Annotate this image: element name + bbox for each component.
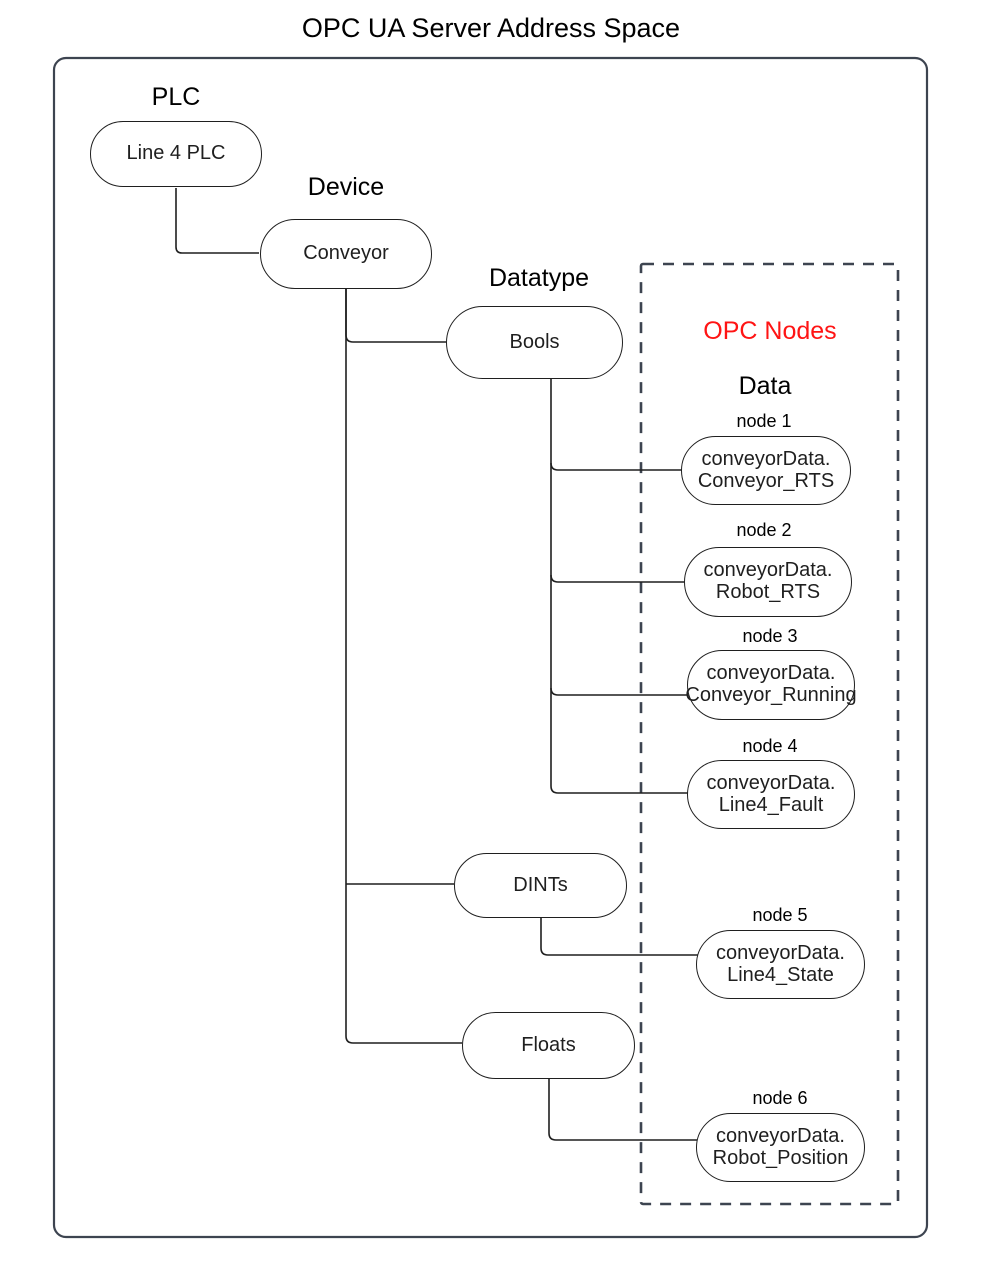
edge-plc-to-conveyor xyxy=(175,188,259,254)
opc-node-5[interactable]: conveyorData. Line4_State xyxy=(696,930,865,999)
node-datatype-dints-label: DINTs xyxy=(513,873,568,896)
caption-datatype: Datatype xyxy=(488,264,590,292)
node-datatype-bools-label: Bools xyxy=(509,330,560,353)
edge-bools-trunk xyxy=(550,379,688,794)
caption-data: Data xyxy=(738,372,792,400)
edge-bools-to-node2 xyxy=(550,574,684,583)
edge-floats-to-node6 xyxy=(548,1079,698,1141)
node-datatype-floats[interactable]: Floats xyxy=(462,1012,635,1079)
opc-node-2-line2: Robot_RTS xyxy=(715,581,821,603)
opc-nodes-dashed-region xyxy=(639,262,900,1206)
node-conveyor-label: Conveyor xyxy=(303,242,389,265)
node-datatype-dints[interactable]: DINTs xyxy=(454,853,627,918)
node-datatype-bools[interactable]: Bools xyxy=(446,306,623,379)
caption-opc-nodes: OPC Nodes xyxy=(703,317,837,345)
opc-node-4-line2: Line4_Fault xyxy=(718,793,824,816)
caption-plc: PLC xyxy=(151,83,201,111)
opc-node-3-line2: Conveyor_Running xyxy=(685,684,857,706)
address-space-frame xyxy=(52,56,929,1239)
caption-device: Device xyxy=(307,173,385,201)
edge-dints-to-node5 xyxy=(540,918,698,956)
opc-node-6[interactable]: conveyorData. Robot_Position xyxy=(696,1113,865,1182)
opc-node-5-line2: Line4_State xyxy=(727,963,834,986)
caption-node-3: node 3 xyxy=(742,626,798,646)
node-conveyor[interactable]: Conveyor xyxy=(260,219,432,289)
opc-node-3[interactable]: conveyorData. Conveyor_Running xyxy=(685,650,857,720)
opc-node-5-line1: conveyorData. xyxy=(716,941,845,964)
opc-node-1-line1: conveyorData. xyxy=(701,447,831,470)
caption-node-1: node 1 xyxy=(736,411,792,431)
caption-node-6: node 6 xyxy=(752,1088,808,1108)
opc-node-1-line2: Conveyor_RTS xyxy=(697,469,835,492)
edge-conveyor-to-bools xyxy=(345,289,446,343)
caption-node-4: node 4 xyxy=(742,736,798,756)
opc-node-6-line2: Robot_Position xyxy=(712,1146,849,1169)
opc-node-1[interactable]: conveyorData. Conveyor_RTS xyxy=(681,436,851,505)
node-line4-plc-label: Line 4 PLC xyxy=(126,142,226,165)
page-title: OPC UA Server Address Space xyxy=(301,13,681,43)
opc-node-4[interactable]: conveyorData. Line4_Fault xyxy=(687,760,855,829)
node-line4-plc[interactable]: Line 4 PLC xyxy=(90,121,262,187)
opc-node-4-line1: conveyorData. xyxy=(706,771,836,794)
opc-node-6-line1: conveyorData. xyxy=(716,1124,845,1147)
node-datatype-floats-label: Floats xyxy=(521,1033,576,1056)
edge-conveyor-trunk xyxy=(345,289,462,1044)
opc-node-2-line1: conveyorData. xyxy=(703,559,833,582)
opc-node-2[interactable]: conveyorData. Robot_RTS xyxy=(684,547,852,617)
caption-node-2: node 2 xyxy=(736,520,792,540)
opc-node-3-line1: conveyorData. xyxy=(706,662,836,685)
edge-bools-to-node1 xyxy=(550,462,682,471)
caption-node-5: node 5 xyxy=(752,905,808,925)
edge-bools-to-node3 xyxy=(550,687,688,696)
